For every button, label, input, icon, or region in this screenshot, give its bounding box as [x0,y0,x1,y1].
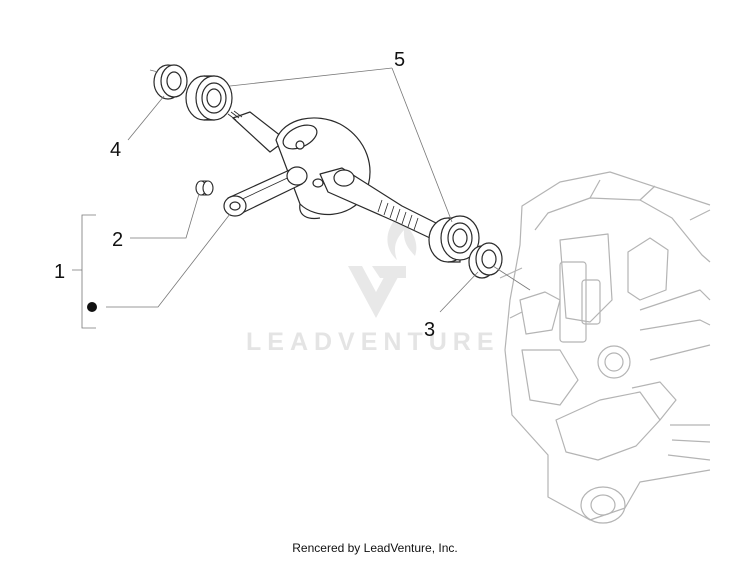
leader-3 [439,271,479,313]
callout-3: 3 [424,319,435,341]
leader-dot [106,213,231,308]
watermark-text: LEADVENTURE [246,328,500,356]
connecting-rod [223,166,308,217]
leader-lines [72,67,531,329]
leadventure-watermark: LEADVENTURE [246,218,500,356]
leader-4 [127,95,165,141]
callout-1: 1 [54,261,65,283]
bullet-marker-icon [87,302,97,312]
leader-5-right [391,67,453,223]
callout-5: 5 [394,49,405,71]
ball-bearing-left [185,75,233,121]
callout-2: 2 [112,229,123,251]
ball-bearing-right [428,215,480,263]
oil-seal-left [153,64,188,100]
oil-seal-right [468,242,503,279]
leader-crankcase [492,265,531,291]
footer-credit: Rencered by LeadVenture, Inc. [292,541,458,555]
watermark-logo-icon [348,218,417,318]
small-end-bearing [195,180,214,196]
crankcase [499,171,711,524]
leader-5-left [229,67,393,87]
crankshaft [227,110,439,239]
leader-2 [130,193,200,239]
bracket-1 [72,214,96,329]
leader-4-tick [149,69,159,73]
callout-4: 4 [110,139,121,161]
